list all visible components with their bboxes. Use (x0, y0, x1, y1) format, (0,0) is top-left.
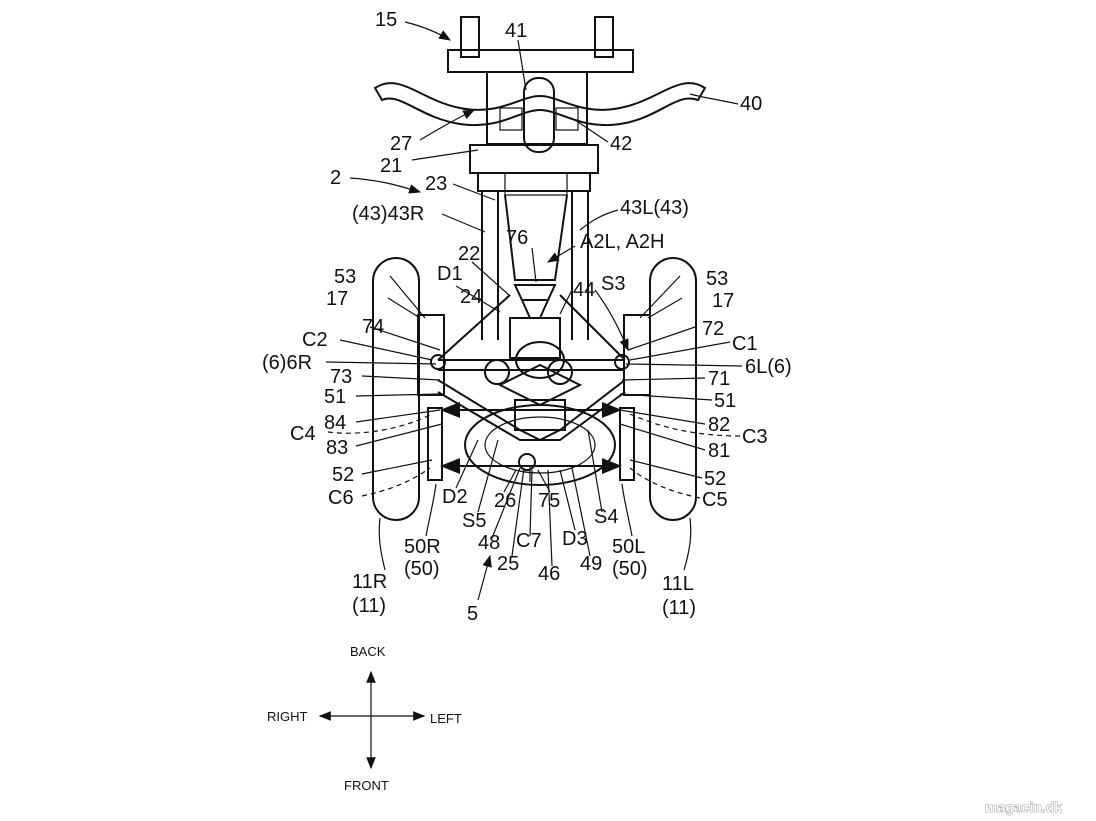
label-27: 27 (390, 133, 412, 155)
label-53-right: 53 (334, 266, 356, 288)
right-wheel (373, 258, 419, 520)
label-6R: (6)6R (262, 352, 312, 374)
label-26: 26 (494, 490, 516, 512)
label-11L: 11L (662, 573, 694, 595)
label-C4: C4 (290, 423, 316, 445)
label-82: 82 (708, 414, 730, 436)
wheels (373, 258, 696, 520)
label-48: 48 (478, 532, 500, 554)
direction-compass: BACK FRONT RIGHT LEFT (267, 644, 462, 793)
label-S4: S4 (594, 506, 618, 528)
label-23: 23 (425, 173, 447, 195)
label-46: 46 (538, 563, 560, 585)
label-51-right: 51 (324, 386, 346, 408)
label-C7: C7 (516, 530, 542, 552)
label-43R: (43)43R (352, 203, 424, 225)
label-49: 49 (580, 553, 602, 575)
label-17-right: 17 (326, 288, 348, 310)
handlebar-assembly (375, 17, 705, 152)
label-41: 41 (505, 20, 527, 42)
label-50R-paren: (50) (404, 558, 440, 580)
label-21: 21 (380, 155, 402, 177)
label-11L-paren: (11) (662, 597, 696, 619)
label-D3: D3 (562, 528, 588, 550)
label-D2: D2 (442, 486, 468, 508)
label-40: 40 (740, 93, 762, 115)
label-84: 84 (324, 412, 346, 434)
leader-lines (326, 22, 742, 600)
label-11R: 11R (352, 571, 387, 593)
label-53-left: 53 (706, 268, 728, 290)
label-42: 42 (610, 133, 632, 155)
label-C5: C5 (702, 489, 728, 511)
label-52-left: 52 (704, 468, 726, 490)
label-6L: 6L(6) (745, 356, 792, 378)
label-50L: 50L (612, 536, 645, 558)
label-C2: C2 (302, 329, 328, 351)
label-50L-paren: (50) (612, 558, 648, 580)
label-17-left: 17 (712, 290, 734, 312)
label-5: 5 (467, 603, 478, 625)
label-C1: C1 (732, 333, 758, 355)
watermark-text: magacin.dk (985, 799, 1062, 815)
direction-left-label: LEFT (430, 711, 462, 726)
label-75: 75 (538, 490, 560, 512)
label-50R: 50R (404, 536, 441, 558)
left-wheel (650, 258, 696, 520)
label-81: 81 (708, 440, 730, 462)
label-S5: S5 (462, 510, 486, 532)
label-76: 76 (506, 227, 528, 249)
direction-front-label: FRONT (344, 778, 389, 793)
label-44: 44 (573, 279, 595, 301)
label-73: 73 (330, 366, 352, 388)
label-D1: D1 (437, 263, 463, 285)
label-83: 83 (326, 437, 348, 459)
label-25: 25 (497, 553, 519, 575)
label-A2: A2L, A2H (580, 231, 665, 253)
label-43L: 43L(43) (620, 197, 689, 219)
label-72: 72 (702, 318, 724, 340)
label-C6: C6 (328, 487, 354, 509)
direction-back-label: BACK (350, 644, 386, 659)
label-22: 22 (458, 243, 480, 265)
label-S3: S3 (601, 273, 625, 295)
label-C3: C3 (742, 426, 768, 448)
label-74: 74 (362, 316, 384, 338)
label-11R-paren: (11) (352, 595, 386, 617)
label-2: 2 (330, 167, 341, 189)
direction-right-label: RIGHT (267, 709, 308, 724)
label-15: 15 (375, 9, 397, 31)
label-71: 71 (708, 368, 730, 390)
label-52-right: 52 (332, 464, 354, 486)
label-51-left: 51 (714, 390, 736, 412)
label-24: 24 (460, 286, 482, 308)
frame-head (470, 145, 598, 340)
